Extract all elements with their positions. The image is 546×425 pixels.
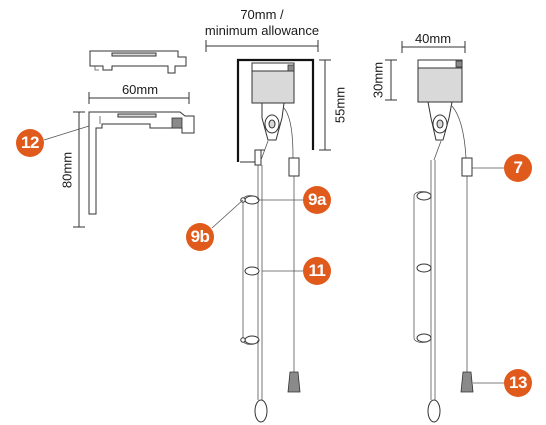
dim-60-label: 60mm xyxy=(121,82,159,97)
dim-80-label: 80mm xyxy=(59,151,75,189)
leader-12 xyxy=(43,125,90,141)
dim-70-label: 70mm / xyxy=(240,7,284,22)
callout-11: 11 xyxy=(303,257,331,285)
dim-55-label: 55mm xyxy=(332,86,348,124)
right-assembly xyxy=(385,41,506,423)
dim-80-line xyxy=(73,111,85,228)
dim-70-note: minimum allowance xyxy=(204,23,320,38)
callout-9b: 9b xyxy=(186,223,214,251)
callout-9a: 9a xyxy=(303,186,331,214)
callout-13: 13 xyxy=(504,369,532,397)
dim-60-line xyxy=(88,92,190,104)
dim-30-label: 30mm xyxy=(370,61,386,99)
middle-assembly xyxy=(205,40,331,423)
dim-40-label: 40mm xyxy=(414,31,452,46)
bracket-top-view xyxy=(89,50,187,74)
callout-12: 12 xyxy=(16,129,44,157)
wall-bracket-side-view xyxy=(88,111,195,215)
callout-7: 7 xyxy=(504,154,532,182)
